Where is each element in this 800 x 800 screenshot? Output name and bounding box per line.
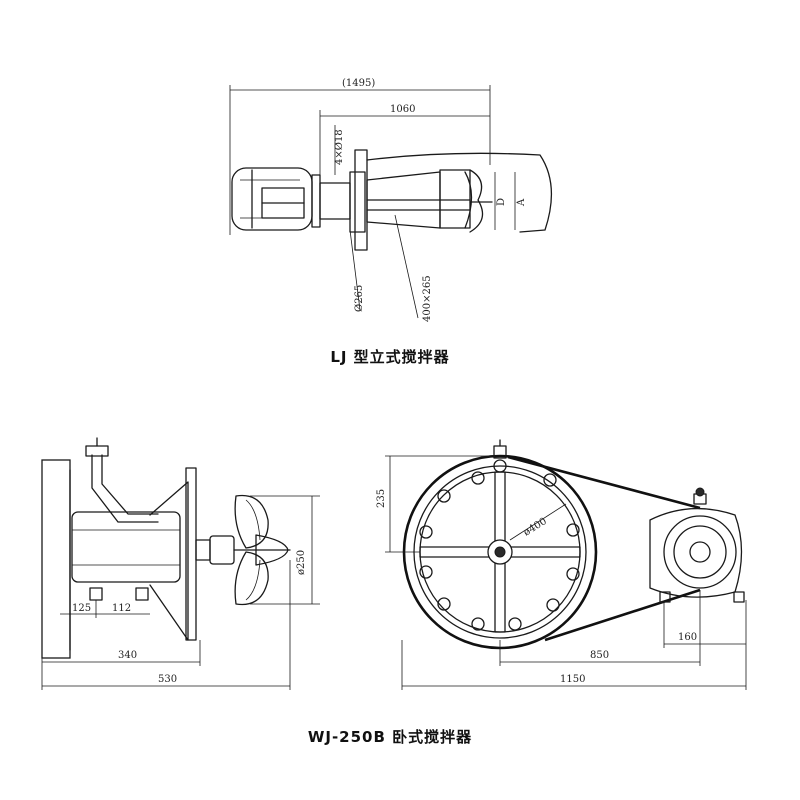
wj-motor-housing (649, 507, 743, 598)
wj-wall-plate (41, 459, 71, 659)
lj-shaft-dia-label: Ø265 (354, 285, 365, 312)
wj-cone-housing (149, 481, 189, 641)
lj-dim-a-label: A (516, 198, 527, 207)
wj-propeller (234, 494, 289, 606)
wj-pipe (91, 454, 159, 523)
wj-small-pulley (663, 515, 737, 589)
wj-pulley-bolt-holes (419, 459, 580, 631)
lj-motor (231, 167, 313, 231)
lj-caption: LJ 型立式搅拌器 (330, 348, 449, 366)
lj-impeller (464, 169, 493, 233)
wj-side-view: 125 112 340 530 ø250 (41, 437, 320, 690)
wj-dim-235: 235 (376, 489, 387, 508)
wj-dim-160: 160 (678, 632, 697, 643)
lj-tank-wall (366, 152, 553, 233)
wj-dim-850: 850 (590, 650, 609, 661)
wj-drive-belt (507, 455, 701, 642)
lj-holes-label: 4×Ø18 (334, 129, 345, 165)
lj-mixer-drawing: (1495) 1060 4×Ø18 Ø265 400×265 D A (229, 78, 553, 322)
lj-length-label: 1060 (390, 104, 415, 115)
wj-front-view: 235 ø400 160 850 1150 (376, 439, 747, 690)
wj-pulley-dia-label: ø400 (522, 516, 549, 539)
lj-dim-d-label: D (496, 198, 507, 206)
wj-dim-530: 530 (158, 674, 177, 685)
wj-dim-125: 125 (72, 603, 91, 614)
wj-dim-340: 340 (118, 650, 137, 661)
lj-flange-size-label: 400×265 (422, 275, 433, 322)
wj-caption: WJ-250B 卧式搅拌器 (308, 728, 472, 746)
lj-overall-length-label: (1495) (342, 78, 375, 89)
wj-dim-112: 112 (112, 603, 131, 614)
wj-prop-dia-label: ø250 (296, 550, 307, 575)
wj-dim-1150: 1150 (560, 674, 585, 685)
lj-dimension-lines (229, 85, 516, 319)
